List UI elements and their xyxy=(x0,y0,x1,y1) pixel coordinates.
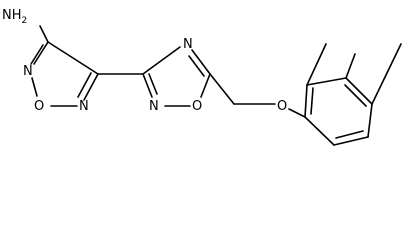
bond-c3-n2-double xyxy=(148,73,158,95)
atom-n-furazan-bottom: N xyxy=(79,99,89,114)
atom-n-furazan-top: N xyxy=(23,64,33,79)
bond-c5-n4 xyxy=(191,49,211,75)
bond-n4-c3 xyxy=(142,46,181,75)
bond-benz-1-double xyxy=(310,87,314,115)
bond-methyl-1 xyxy=(306,43,327,86)
bond-methyl-3 xyxy=(371,43,402,105)
bond-c-nh2 xyxy=(39,25,49,43)
bond-benz-6 xyxy=(304,116,335,146)
bond-n-c-furazan xyxy=(83,73,99,101)
bond-n-o-furazan xyxy=(31,77,38,97)
bond-methyl-2 xyxy=(345,53,356,79)
atom-n-oxadiazole-top: N xyxy=(183,37,193,52)
bond-n-c-furazan-double xyxy=(77,72,92,98)
atom-labels: NH2 N O N N N O O xyxy=(2,8,287,114)
bond-benz-4 xyxy=(367,103,373,138)
amine-label: NH2 xyxy=(2,8,27,26)
bond-o1-c5 xyxy=(200,73,211,98)
amine-label-base: NH xyxy=(2,8,22,23)
amine-label-subscript: 2 xyxy=(22,16,28,26)
bond-o-aryl xyxy=(288,108,306,118)
bond-benz-2 xyxy=(306,77,347,86)
bond-benz-5 xyxy=(333,136,369,146)
bond-benz-3 xyxy=(345,77,373,105)
molecule-structure: NH2 N O N N N O O xyxy=(2,8,402,146)
bond-c5-ch2 xyxy=(209,73,235,105)
atom-o-ether: O xyxy=(277,99,287,114)
bond-c-n-furazan-top xyxy=(33,41,49,65)
atom-o-oxadiazole: O xyxy=(192,99,202,114)
bond-benz-5-double xyxy=(335,130,364,139)
bond-c-c-furazan xyxy=(47,41,99,75)
bond-benz-3-double xyxy=(344,84,367,107)
atom-o-furazan: O xyxy=(34,99,44,114)
bond-c5-n4-double xyxy=(188,55,205,77)
bond-c-n-furazan-top-double xyxy=(30,44,44,65)
bonds xyxy=(30,25,402,146)
bond-c3-n2 xyxy=(142,73,153,98)
atom-n-oxadiazole-bottom: N xyxy=(149,99,159,114)
bond-benz-1 xyxy=(304,84,308,118)
